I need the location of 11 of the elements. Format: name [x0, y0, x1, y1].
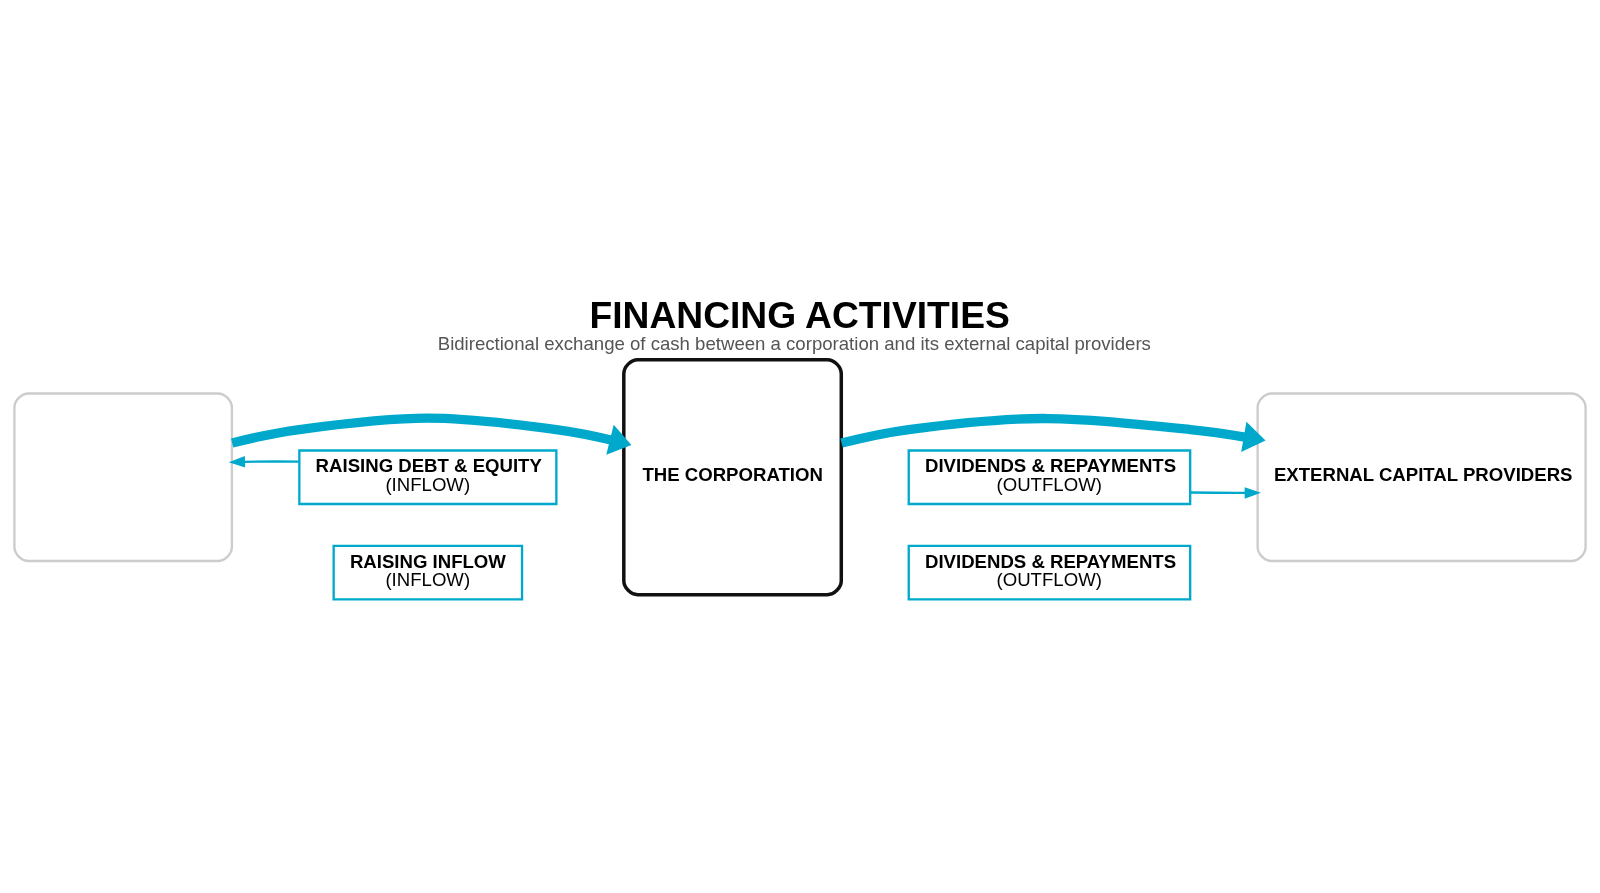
- node-box: DIVIDENDS & REPAYMENTS (OUTFLOW): [907, 544, 1192, 600]
- arrow: [1190, 486, 1261, 499]
- node-box: THE CORPORATION: [622, 357, 844, 596]
- arrow: [231, 413, 632, 455]
- node-box: RAISING DEBT & EQUITY (INFLOW): [298, 448, 558, 505]
- arrow: [840, 413, 1266, 452]
- arrow: [228, 455, 300, 468]
- node-box: DIVIDENDS & REPAYMENTS (OUTFLOW): [907, 448, 1192, 505]
- node-box: [13, 391, 234, 562]
- node-box: RAISING INFLOW (INFLOW): [332, 544, 524, 600]
- node-box: EXTERNAL CAPITAL PROVIDERS: [1256, 391, 1587, 562]
